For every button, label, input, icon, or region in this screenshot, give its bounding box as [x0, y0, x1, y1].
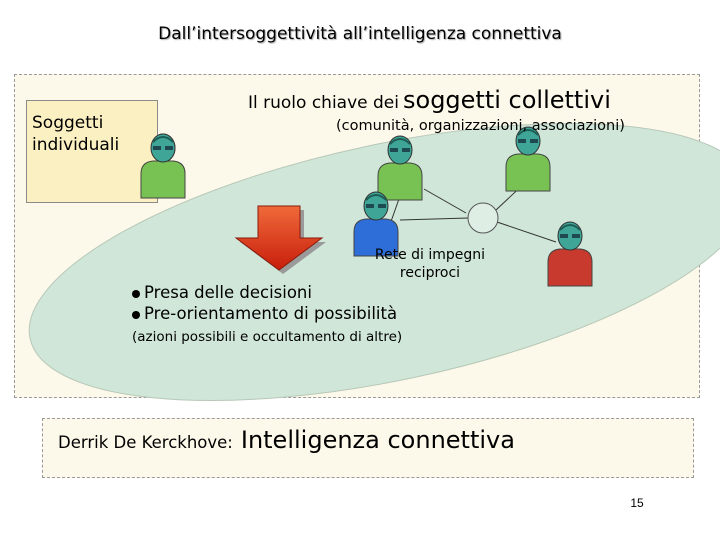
heading-emphasis: soggetti collettivi	[403, 86, 611, 114]
individual-subjects-label: Soggetti individuali	[32, 113, 120, 155]
network-label: Rete di impegni reciproci	[374, 247, 486, 281]
heading-subtitle: (comunità, organizzazioni, associazioni)	[336, 118, 625, 134]
bullet-text: Pre-orientamento di possibilità	[144, 304, 398, 323]
bullet-text: Presa delle decisioni	[144, 283, 312, 302]
bullet-dot	[132, 289, 140, 298]
bullet-item: Pre-orientamento di possibilità	[132, 304, 397, 323]
footer-prefix: Derrik De Kerckhove:	[58, 433, 233, 452]
footer-box	[42, 418, 694, 478]
bullet-note: (azioni possibili e occultamento di altr…	[132, 329, 403, 345]
community-ellipse	[28, 123, 720, 401]
bullet-item: Presa delle decisioni	[132, 283, 312, 302]
down-arrow-icon	[234, 205, 326, 274]
heading-prefix: Il ruolo chiave dei	[248, 93, 399, 113]
network-node	[467, 202, 499, 234]
page-number: 15	[630, 496, 644, 510]
footer-line: Derrik De Kerckhove: Intelligenza connett…	[58, 426, 515, 454]
bullet-dot	[132, 310, 140, 319]
footer-emphasis: Intelligenza connettiva	[240, 426, 515, 454]
person-icon	[140, 133, 186, 199]
slide-title: Dall’intersoggettività all’intelligenza …	[158, 24, 562, 44]
